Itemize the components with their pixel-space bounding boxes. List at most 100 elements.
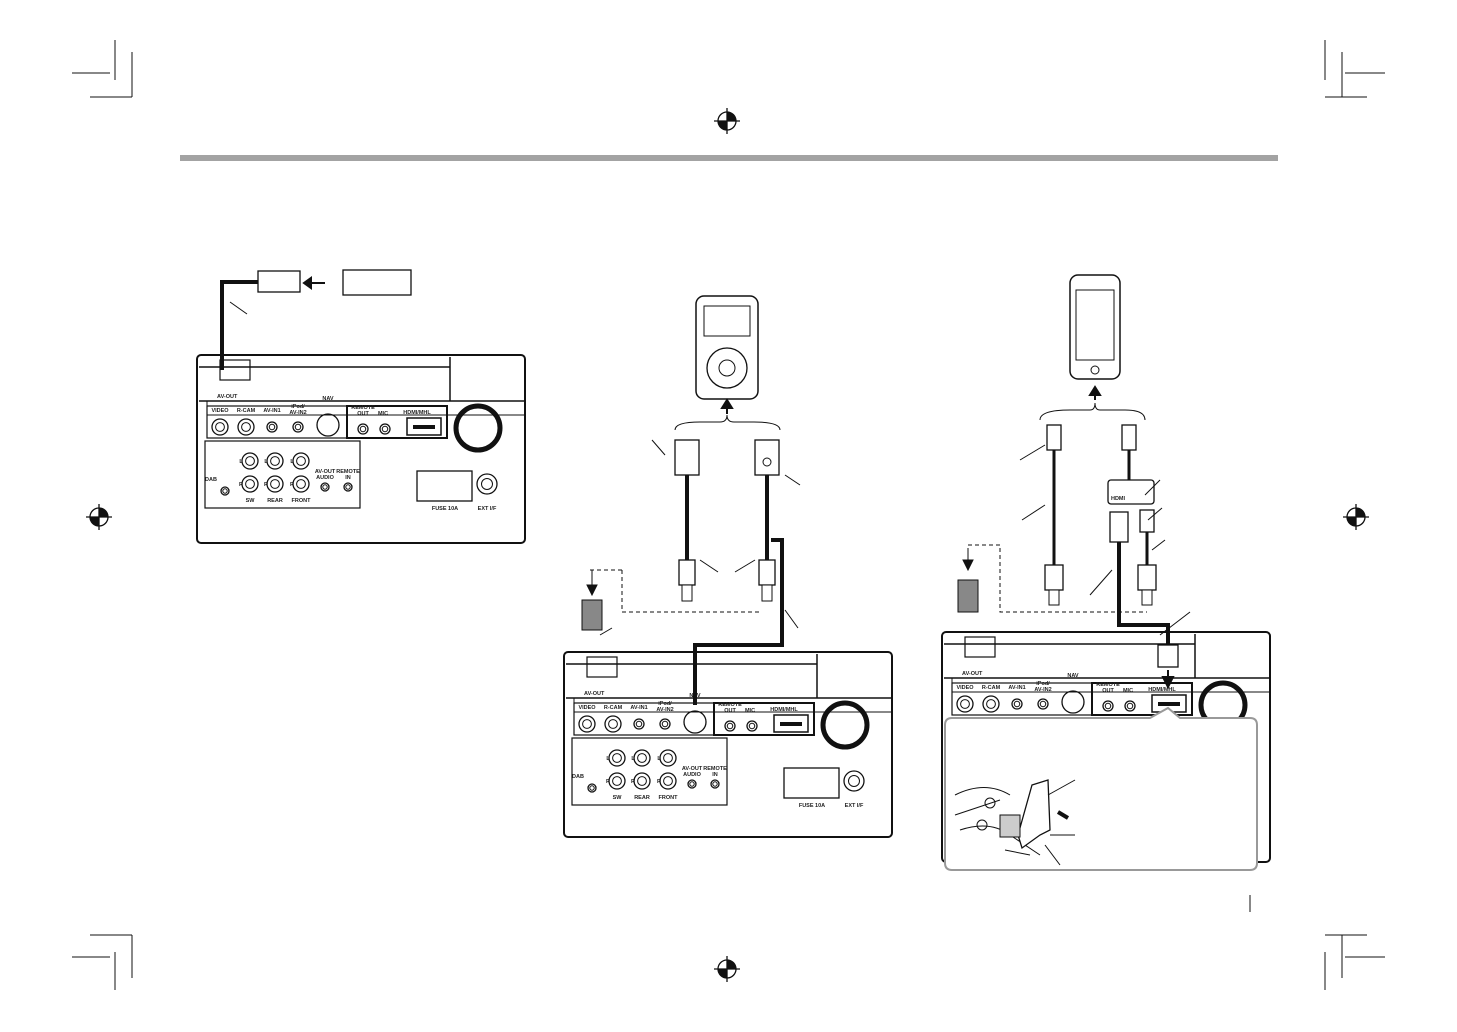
jack [687, 779, 697, 789]
arrow-icon [1088, 385, 1102, 400]
dashed-line [621, 570, 762, 613]
label-nav: NAV [1067, 673, 1079, 679]
label-av-out: AV-OUT [217, 394, 238, 400]
hdmi-adapter: HDMI [1107, 479, 1155, 505]
hdmi-adapter-body [1107, 479, 1155, 505]
jack [379, 423, 391, 435]
hdmi-plug [1109, 511, 1129, 543]
label-av-in1: AV-IN1 [1008, 685, 1025, 691]
av-cable [693, 538, 784, 705]
arrow-icon [1161, 670, 1175, 690]
label-mic: MIC [745, 708, 755, 714]
av-out-bracket [964, 636, 996, 658]
ipod-button [718, 359, 736, 377]
jack [357, 423, 369, 435]
jack-inner [608, 719, 618, 729]
iphone-screen [1075, 289, 1115, 361]
label-av-in2: AV-IN2 [656, 707, 673, 713]
line [699, 559, 719, 573]
label-front: FRONT [292, 498, 312, 504]
jack-inner [612, 753, 622, 763]
jack [604, 715, 622, 733]
jack [241, 452, 259, 470]
jack [476, 473, 498, 495]
nav-connector [316, 413, 340, 437]
label-av-out-audio: AUDIO [683, 772, 701, 778]
usb-tip [1048, 589, 1060, 606]
micro-usb-plug [1139, 509, 1155, 533]
header-bar [180, 155, 1278, 161]
label-ipod: iPod/ [291, 404, 305, 410]
jack [266, 452, 284, 470]
arrow-icon [586, 570, 598, 597]
label-av-in1: AV-IN1 [630, 705, 647, 711]
registration-mark-icon [714, 108, 740, 134]
registration-mark-icon [714, 956, 740, 982]
ipod-wheel [706, 347, 748, 389]
jack [982, 695, 1000, 713]
label-r: R [657, 779, 661, 785]
usb-socket [581, 599, 603, 631]
devices: HDMI [220, 269, 1258, 871]
leader-line [1089, 569, 1113, 596]
jack [608, 772, 626, 790]
label-r: R [631, 779, 635, 785]
usb-plug [758, 559, 776, 586]
leader-line [1151, 539, 1166, 551]
jack-inner [637, 776, 647, 786]
label-remote-out: REMOTE [351, 405, 375, 411]
brace [674, 414, 781, 431]
label-video: VIDEO [578, 705, 596, 711]
jack-inner [986, 699, 996, 709]
jack-inner [663, 776, 673, 786]
jack [1011, 698, 1023, 710]
line [784, 609, 799, 629]
line [651, 439, 666, 456]
label-fuse: FUSE 10A [799, 803, 825, 809]
jack [1102, 700, 1114, 712]
jack-inner [1126, 702, 1134, 710]
label-av-in2: AV-IN2 [1034, 687, 1051, 693]
panel-line [944, 634, 1270, 679]
usb-tip [1141, 589, 1153, 606]
label-r: R [290, 482, 294, 488]
jack-inner [345, 484, 351, 490]
screw-hole [976, 819, 988, 831]
label-av-out-audio: AUDIO [316, 475, 334, 481]
jack [746, 720, 758, 732]
usb-device-icon [342, 269, 412, 296]
jack-inner [245, 456, 255, 466]
jack-inner [215, 422, 225, 432]
jack [633, 718, 645, 730]
jack-inner [960, 699, 970, 709]
label-remote-in: IN [345, 475, 351, 481]
jack-inner [245, 479, 255, 489]
hdmi-plug [1157, 644, 1179, 668]
usb-plug [678, 559, 696, 586]
label-ext-if: EXT I/F [478, 506, 497, 512]
jack-row [346, 405, 448, 439]
label-ipod: iPod/ [1036, 681, 1050, 687]
fan-ring [820, 700, 870, 750]
brace [1039, 402, 1146, 421]
label-remote-out: REMOTE [718, 702, 742, 708]
jack-inner [270, 479, 280, 489]
label-r: R [264, 482, 268, 488]
jack [587, 783, 597, 793]
jack [211, 418, 229, 436]
jack [266, 421, 278, 433]
hdmi-slot [1158, 702, 1180, 706]
label-r-cam: R-CAM [237, 408, 256, 414]
arrow-icon [720, 398, 734, 414]
panel-outline [196, 354, 526, 544]
av-out-bracket [586, 656, 618, 678]
label-remote-in: REMOTE [336, 469, 360, 475]
iphone-home-button [1090, 365, 1100, 375]
jack-inner [848, 775, 860, 787]
label-r: R [239, 482, 243, 488]
jack [659, 749, 677, 767]
jack-inner [712, 781, 718, 787]
fan-ring [453, 403, 503, 453]
label-ext-if: EXT I/F [845, 803, 864, 809]
